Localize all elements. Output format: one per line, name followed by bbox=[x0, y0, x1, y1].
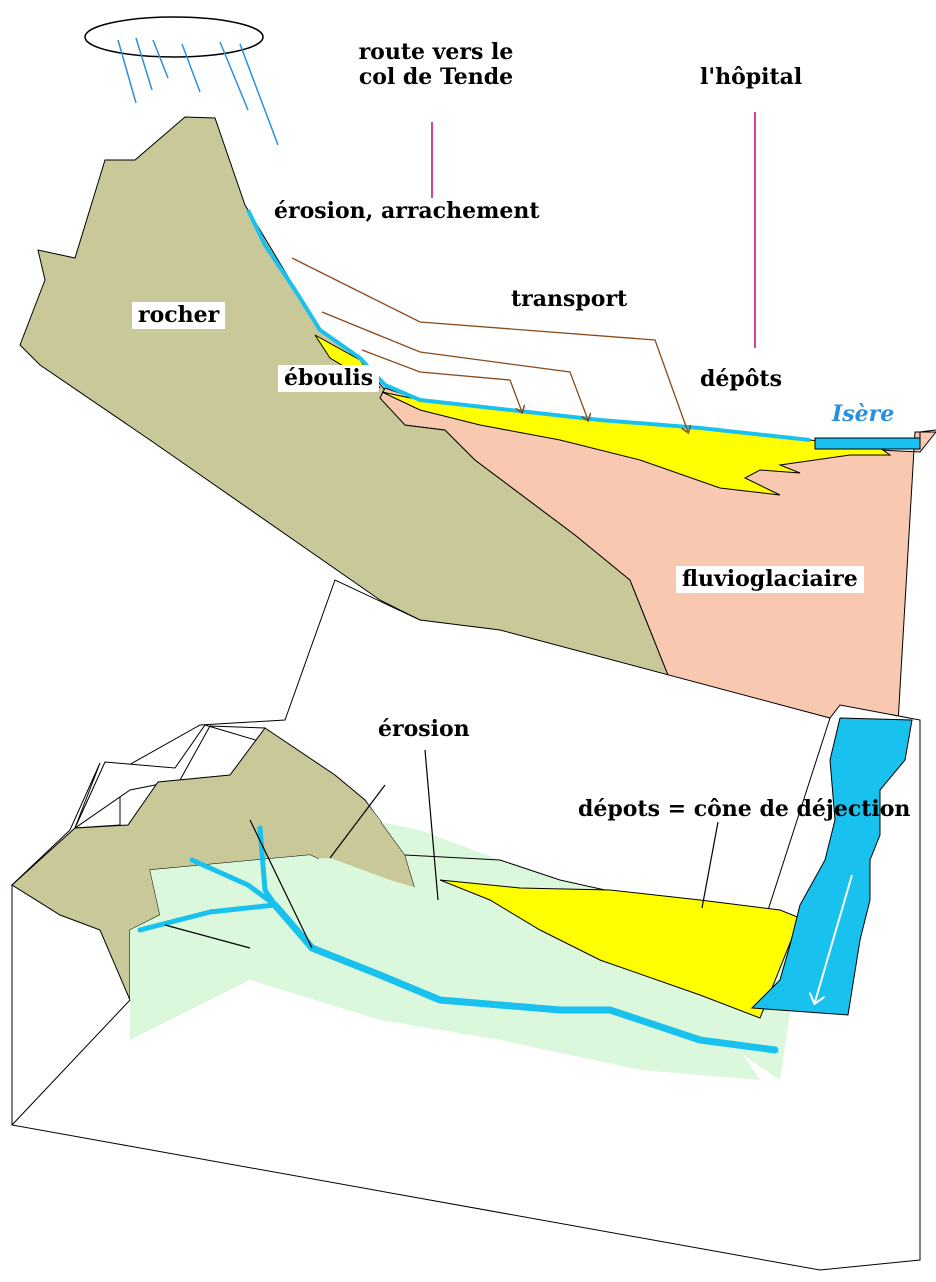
isere-label: Isère bbox=[832, 402, 894, 427]
isere-river bbox=[815, 438, 920, 449]
transport-label: transport bbox=[505, 286, 633, 313]
cone-de-dejection-label: dépots = cône de déjection bbox=[578, 797, 910, 822]
hopital-label: l'hôpital bbox=[700, 65, 802, 90]
depots-label: dépôts bbox=[694, 366, 788, 393]
erosion-label: érosion bbox=[378, 717, 470, 742]
rocher-label: rocher bbox=[132, 302, 225, 329]
fluvioglaciaire-label: fluvioglaciaire bbox=[676, 566, 864, 593]
route-label: route vers le col de Tende bbox=[348, 40, 524, 91]
erosion-arrachement-label: érosion, arrachement bbox=[268, 198, 546, 225]
eboulis-label: éboulis bbox=[278, 365, 379, 392]
